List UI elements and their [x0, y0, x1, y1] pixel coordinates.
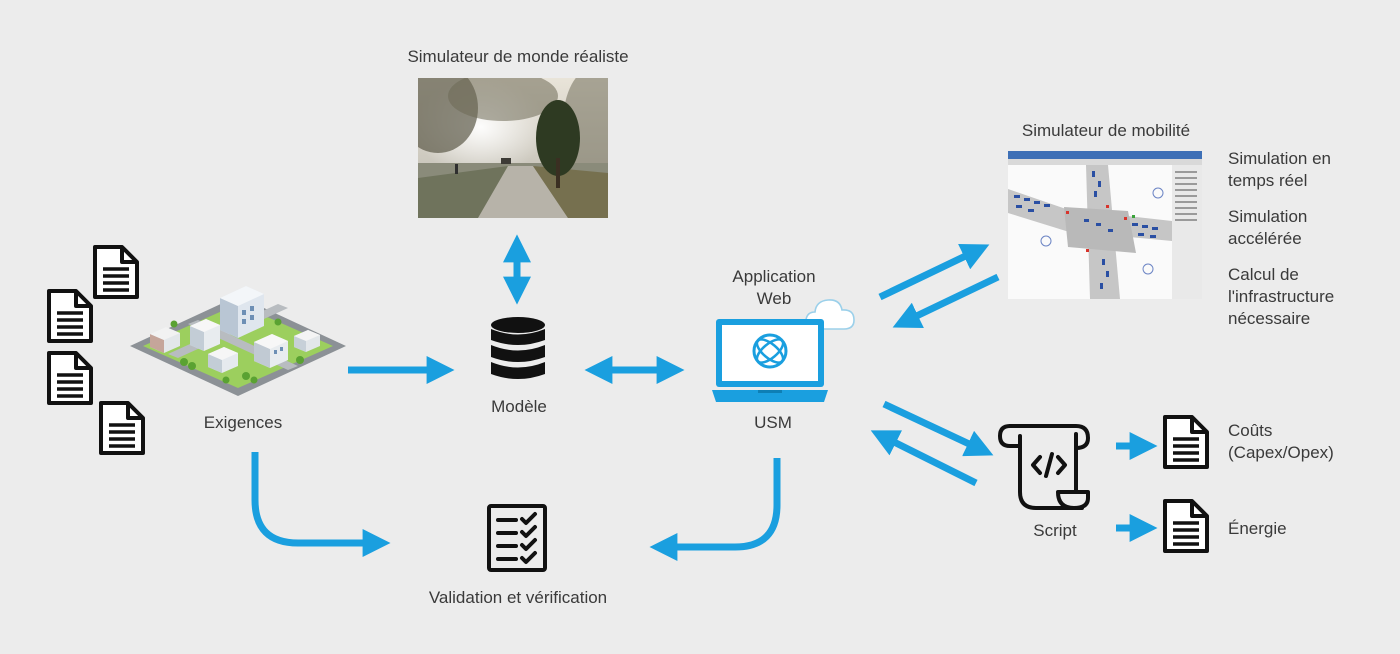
document-icon — [93, 245, 139, 299]
feature-accelerated-simulation: Simulation accélérée — [1228, 206, 1307, 250]
output-energy: Énergie — [1228, 519, 1287, 538]
feature-infrastructure-line-2: l'infrastructure — [1228, 287, 1335, 306]
city-icon — [130, 286, 346, 396]
document-icon — [99, 401, 145, 455]
application-web-line-2: Web — [756, 289, 792, 308]
application-web-line-1: Application — [732, 267, 816, 286]
feature-realtime-line-2: temps réel — [1228, 171, 1308, 190]
database-icon — [491, 317, 545, 379]
arrow-usm-to-mobility-sim — [878, 244, 990, 301]
arrow-usm-to-validation — [649, 458, 781, 561]
checklist-icon — [487, 504, 547, 572]
arrow-mobility-sim-to-usm — [892, 273, 1000, 328]
script-scroll-icon — [998, 424, 1090, 510]
realistic-sim-label: Simulateur de monde réaliste — [407, 47, 629, 66]
document-icon — [47, 289, 93, 343]
feature-accelerated-line-1: Simulation — [1228, 207, 1308, 226]
feature-realtime-line-1: Simulation en — [1228, 149, 1332, 168]
arrow-usm-to-script — [882, 400, 994, 457]
globe-icon — [752, 333, 788, 369]
output-costs-line-1: Coûts — [1228, 421, 1273, 440]
application-web-label: Application Web — [732, 266, 815, 310]
road-scene-image — [418, 78, 608, 218]
output-costs: Coûts (Capex/Opex) — [1228, 420, 1334, 464]
document-icon — [1163, 415, 1209, 469]
document-icon — [1163, 499, 1209, 553]
mobility-sim-label: Simulateur de mobilité — [1021, 121, 1191, 140]
feature-infrastructure-line-1: Calcul de — [1228, 265, 1299, 284]
output-costs-line-2: (Capex/Opex) — [1228, 443, 1334, 462]
arrow-requirements-to-validation — [251, 452, 391, 557]
feature-accelerated-line-2: accélérée — [1228, 229, 1302, 248]
arrow-script-to-usm — [870, 430, 978, 487]
script-label: Script — [1033, 521, 1077, 540]
document-icon — [47, 351, 93, 405]
requirements-label: Exigences — [203, 413, 283, 432]
feature-infrastructure-calculation: Calcul de l'infrastructure nécessaire — [1228, 264, 1334, 330]
laptop-icon — [712, 319, 828, 402]
feature-realtime-simulation: Simulation en temps réel — [1228, 148, 1331, 192]
feature-infrastructure-line-3: nécessaire — [1228, 309, 1311, 328]
traffic-simulation-screenshot — [1008, 151, 1202, 299]
model-label: Modèle — [491, 397, 547, 416]
validation-label: Validation et vérification — [428, 588, 608, 607]
usm-label: USM — [754, 413, 792, 432]
